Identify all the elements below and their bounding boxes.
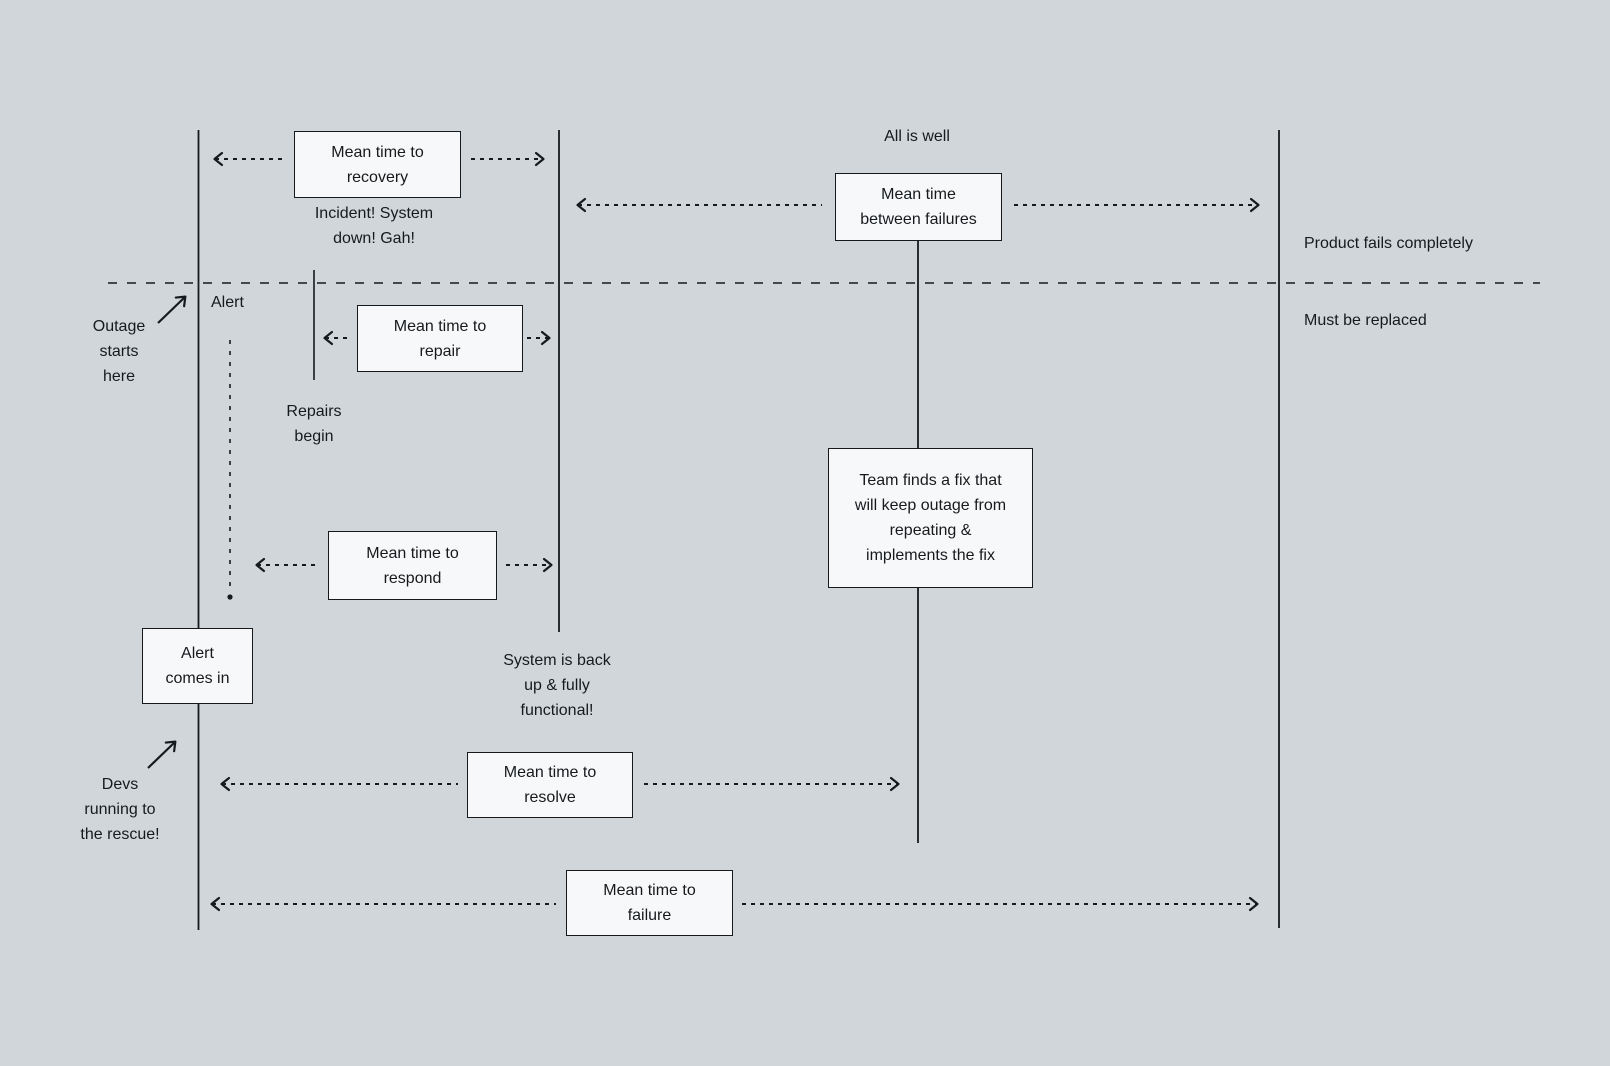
label-alert: Alert — [211, 294, 244, 311]
label-incident-system-down: Incident! System down! Gah! — [314, 205, 434, 247]
box-mean-time-to-repair: Mean time to repair — [357, 305, 523, 372]
label-all-is-well: All is well — [884, 128, 950, 145]
box-mean-time-to-resolve: Mean time to resolve — [467, 752, 633, 818]
devs-pointer-arrow — [147, 740, 177, 769]
outage-pointer-arrow — [157, 295, 187, 324]
label-must-be-replaced: Must be replaced — [1304, 312, 1427, 329]
label-devs-running-rescue: Devs running to the rescue! — [80, 776, 160, 843]
box-mean-time-to-respond: Mean time to respond — [328, 531, 497, 600]
box-mean-time-to-recovery: Mean time to recovery — [294, 131, 461, 198]
label-repairs-begin: Repairs begin — [286, 403, 342, 445]
alert-dot — [227, 594, 233, 600]
label-outage-starts-here: Outage starts here — [92, 318, 146, 385]
box-alert-comes-in: Alert comes in — [142, 628, 253, 704]
box-mean-time-to-failure: Mean time to failure — [566, 870, 733, 936]
label-system-back-up: System is back up & fully functional! — [503, 652, 611, 719]
box-team-finds-fix: Team finds a fix that will keep outage f… — [828, 448, 1033, 588]
box-mean-time-between-failures: Mean time between failures — [835, 173, 1002, 241]
label-product-fails-completely: Product fails completely — [1304, 235, 1473, 252]
